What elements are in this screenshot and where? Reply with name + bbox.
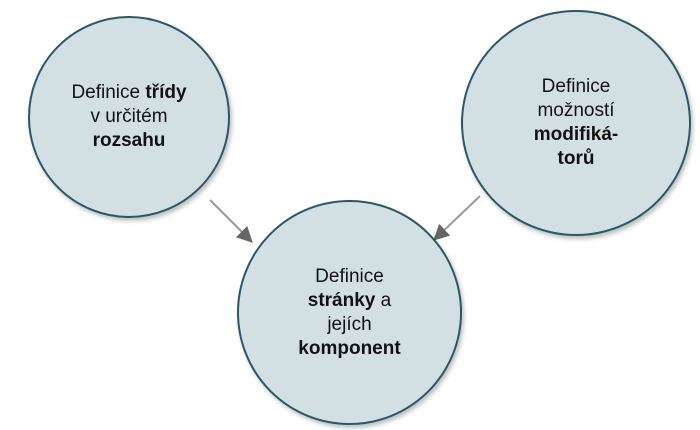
text: Definice bbox=[71, 82, 146, 103]
text-bold: komponent bbox=[298, 337, 401, 359]
text: jejích bbox=[327, 313, 372, 335]
arrow-left-to-center bbox=[209, 199, 253, 243]
text-bold: třídy bbox=[145, 82, 187, 103]
text: Definice bbox=[541, 76, 611, 97]
arrow-right-to-center bbox=[433, 195, 481, 241]
text-bold: rozsahu bbox=[92, 130, 166, 151]
text-bold: modifiká- bbox=[533, 124, 619, 145]
text-bold: torů bbox=[557, 148, 595, 169]
text: Definice bbox=[315, 265, 384, 287]
node-modifier-definition: Definice možností modifiká- torů bbox=[461, 10, 691, 236]
node-class-definition: Definice třídy v určitém rozsahu bbox=[28, 16, 230, 218]
node-page-definition: Definice stránky a jejích komponent bbox=[237, 200, 462, 425]
text: v určitém bbox=[90, 106, 168, 127]
text: a bbox=[375, 289, 392, 311]
text: možností bbox=[537, 100, 615, 121]
text-bold: stránky bbox=[307, 289, 376, 311]
